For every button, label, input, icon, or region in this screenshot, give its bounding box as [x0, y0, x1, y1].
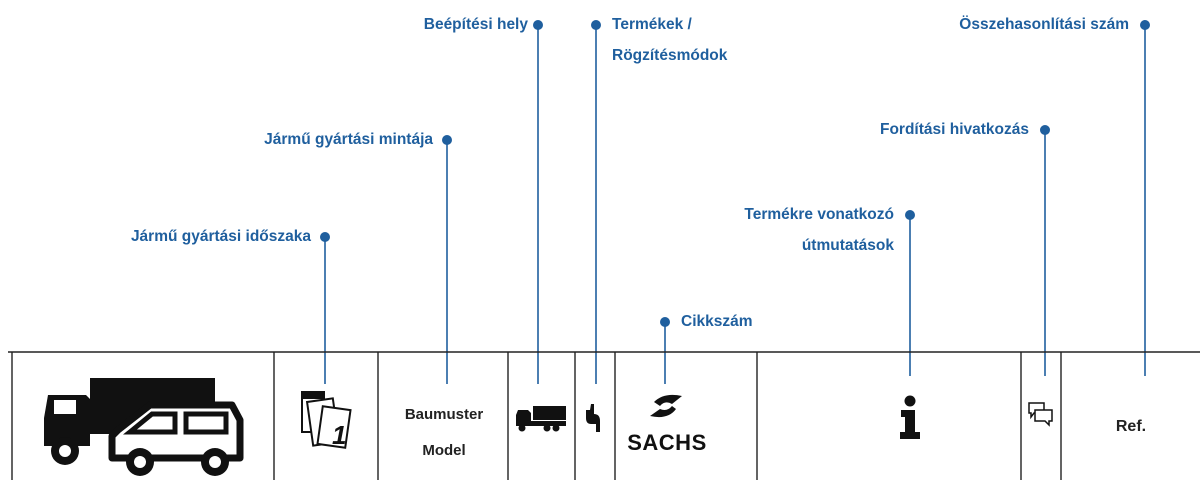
label-termekek-line1: Termékek /	[612, 16, 692, 33]
dot-osszehasonlitasi-top	[1140, 20, 1150, 30]
label-termekre-line1: Termékre vonatkozó	[744, 206, 894, 223]
baumuster-text: Baumuster	[404, 406, 484, 423]
label-beepitesi-hely: Beépítési hely	[423, 16, 528, 33]
dot-cikkszam-top	[660, 317, 670, 327]
sachs-wordmark: SACHS	[627, 430, 707, 455]
info-icon	[900, 395, 920, 439]
chat-icon	[1028, 402, 1053, 427]
label-termekek-line2: Rögzítésmódok	[612, 47, 728, 64]
legend-table	[8, 351, 1200, 480]
model-text: Model	[422, 442, 466, 459]
truck-icon	[516, 406, 566, 432]
dot-mintaja-top	[442, 135, 452, 145]
label-osszehasonlitasi-szam: Összehasonlítási szám	[959, 16, 1129, 33]
wrench-icon	[586, 404, 600, 432]
calendar-icon: 1	[301, 391, 352, 450]
dot-beepitesi-top	[533, 20, 543, 30]
label-forditasi-hivatkozas: Fordítási hivatkozás	[879, 121, 1029, 138]
ref-text: Ref.	[1115, 418, 1147, 435]
label-jarmu-gyartasi-idoszaka: Jármű gyártási időszaka	[130, 228, 311, 245]
svg-text:1: 1	[332, 420, 346, 450]
label-jarmu-gyartasi-mintaja: Jármű gyártási mintája	[264, 131, 433, 148]
dot-termekek-top	[591, 20, 601, 30]
label-cikkszam: Cikkszám	[681, 313, 753, 330]
dot-termekre-top	[905, 210, 915, 220]
label-termekre-line2: útmutatások	[801, 237, 894, 254]
sachs-logo-icon	[650, 394, 682, 418]
dot-idoszaka-top	[320, 232, 330, 242]
dot-forditasi-top	[1040, 125, 1050, 135]
truck-and-van-icon	[44, 378, 244, 476]
